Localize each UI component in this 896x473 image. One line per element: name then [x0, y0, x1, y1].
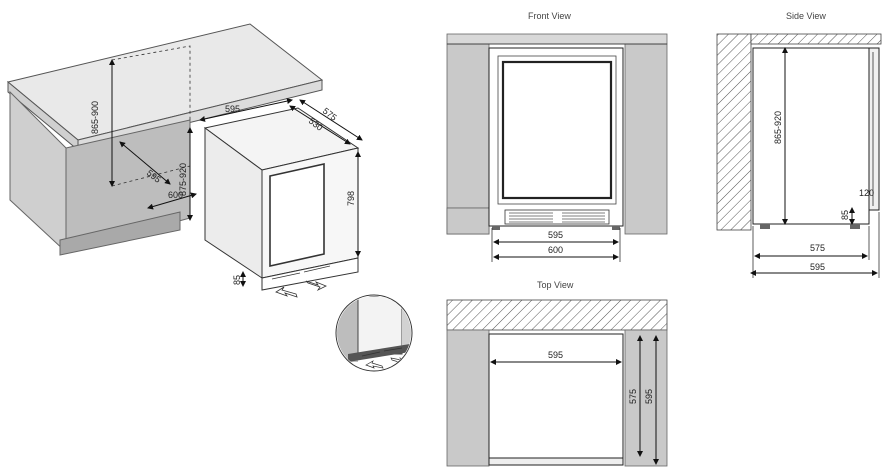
- side-appliance-body: [752, 47, 870, 225]
- iso-height-cabinet-label: 865-900: [90, 101, 100, 134]
- iso-appliance-width-label: 595: [225, 104, 240, 114]
- front-inner-width-label: 595: [548, 230, 563, 240]
- side-wall-hatch: [716, 33, 752, 231]
- top-door: [488, 457, 624, 466]
- side-door: [868, 47, 880, 211]
- side-height-label: 865-920: [773, 111, 783, 144]
- front-grille: [504, 209, 610, 225]
- appliance-door-glass: [269, 163, 325, 267]
- iso-depth-575-label: 575: [321, 106, 339, 123]
- airflow-arrow-out: [305, 280, 327, 292]
- iso-appliance-height-label: 798: [346, 191, 356, 206]
- front-view: Front View 595 600: [446, 11, 668, 262]
- top-depth-label: 575: [628, 389, 638, 404]
- top-appliance-body: [488, 333, 624, 459]
- airflow-arrow-in: [275, 286, 298, 298]
- side-clearance-label: 120: [859, 188, 874, 198]
- top-total-depth-label: 595: [644, 389, 654, 404]
- side-depth-label: 575: [810, 243, 825, 253]
- top-view: Top View 595 575 595: [446, 280, 668, 467]
- iso-plinth-label: 85: [232, 275, 242, 285]
- side-view: Side View 865-920 120 85 575 595: [716, 11, 882, 278]
- top-wall-hatch: [446, 299, 668, 331]
- front-door-glass: [501, 60, 613, 200]
- cabinet-plinth: [59, 211, 181, 256]
- front-view-title: Front View: [528, 11, 571, 21]
- iso-cavity-width-label: 600: [168, 190, 183, 200]
- side-plinth-label: 85: [840, 210, 850, 220]
- side-total-depth-label: 595: [810, 262, 825, 272]
- plinth-detail: [335, 294, 413, 372]
- top-width-label: 595: [548, 350, 563, 360]
- side-view-title: Side View: [786, 11, 826, 21]
- iso-height-niche-label: 875-920: [178, 163, 188, 196]
- appliance-plinth: [261, 257, 359, 291]
- top-view-title: Top View: [537, 280, 574, 290]
- front-outer-width-label: 600: [548, 245, 563, 255]
- isometric-view: 865-900 595 600 875-920 595 530 575 798 …: [6, 23, 363, 298]
